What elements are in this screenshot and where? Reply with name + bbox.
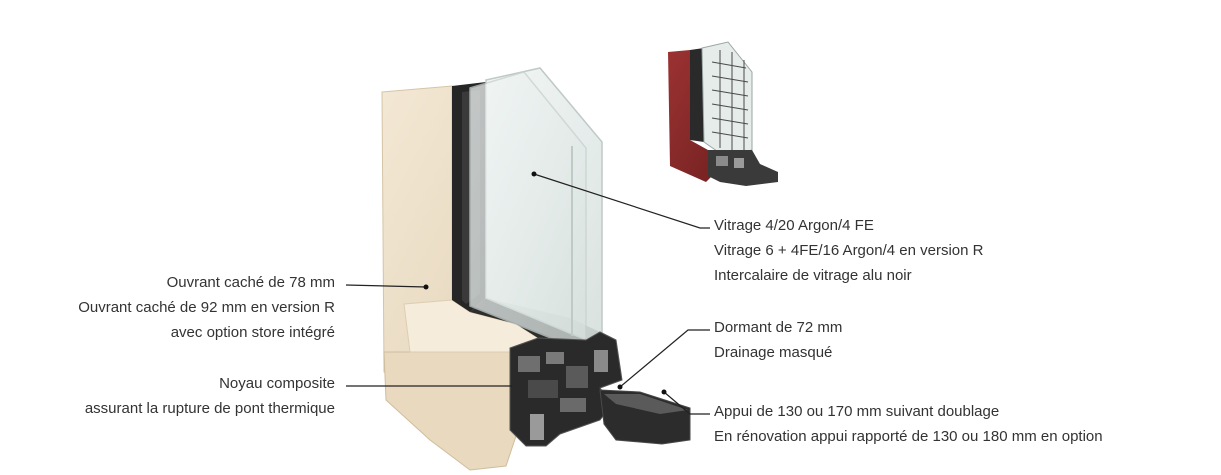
label-dormant: Dormant de 72 mm Drainage masqué — [714, 315, 842, 365]
inset-grid-lines — [711, 50, 749, 150]
label-dormant-line-1: Dormant de 72 mm — [714, 319, 843, 336]
leader-dot-dormant — [617, 384, 623, 390]
label-vitrage-line-2: Vitrage 6 + 4FE/16 Argon/4 en version R — [714, 242, 984, 259]
leader-vitrage — [533, 173, 710, 229]
inset-profile-chamber — [716, 156, 728, 166]
label-ouvrant: Ouvrant caché de 78 mm Ouvrant caché de … — [78, 270, 335, 345]
inset-frame-dark — [690, 48, 704, 142]
leader-dot-appui — [661, 389, 667, 395]
inset-frame-red — [668, 50, 740, 182]
profile-chamber-6 — [594, 350, 608, 372]
frame-cream-lower — [383, 351, 517, 471]
inset-window-illustration — [668, 41, 778, 186]
sill-appui-top — [604, 394, 688, 414]
profile-chamber-3 — [528, 380, 558, 398]
label-ouvrant-line-1: Ouvrant caché de 78 mm — [166, 274, 335, 291]
leader-ouvrant — [345, 284, 427, 288]
leader-dot-vitrage — [531, 171, 537, 177]
label-ouvrant-line-2: Ouvrant caché de 92 mm en version R — [78, 299, 335, 316]
leader-appui — [663, 391, 710, 415]
main-window-illustration — [381, 67, 691, 471]
profile-chamber-5 — [560, 398, 586, 412]
label-dormant-line-2: Drainage masqué — [714, 344, 833, 361]
profile-chamber-1 — [518, 356, 540, 372]
label-noyau-line-1: Noyau composite — [219, 375, 335, 392]
label-appui: Appui de 130 ou 170 mm suivant doublage … — [714, 399, 1103, 449]
leader-dots — [423, 171, 667, 395]
label-vitrage-line-1: Vitrage 4/20 Argon/4 FE — [714, 217, 874, 234]
leader-lines — [345, 173, 710, 415]
profile-cross-section — [509, 331, 623, 447]
leader-dot-ouvrant — [423, 284, 429, 290]
profile-gasket — [530, 414, 544, 440]
label-ouvrant-line-3: avec option store intégré — [170, 324, 335, 341]
label-vitrage-line-3: Intercalaire de vitrage alu noir — [714, 267, 912, 284]
inset-profile-chamber-2 — [734, 158, 744, 168]
label-appui-line-1: Appui de 130 ou 170 mm suivant doublage — [714, 403, 1000, 420]
label-noyau: Noyau composite assurant la rupture de p… — [85, 371, 335, 421]
label-vitrage: Vitrage 4/20 Argon/4 FE Vitrage 6 + 4FE/… — [714, 213, 983, 288]
profile-chamber-4 — [566, 366, 588, 388]
label-appui-line-2: En rénovation appui rapporté de 130 ou 1… — [714, 428, 1103, 445]
leader-dormant — [619, 329, 710, 388]
profile-chamber-2 — [546, 352, 564, 364]
label-noyau-line-2: assurant la rupture de pont thermique — [84, 400, 335, 417]
